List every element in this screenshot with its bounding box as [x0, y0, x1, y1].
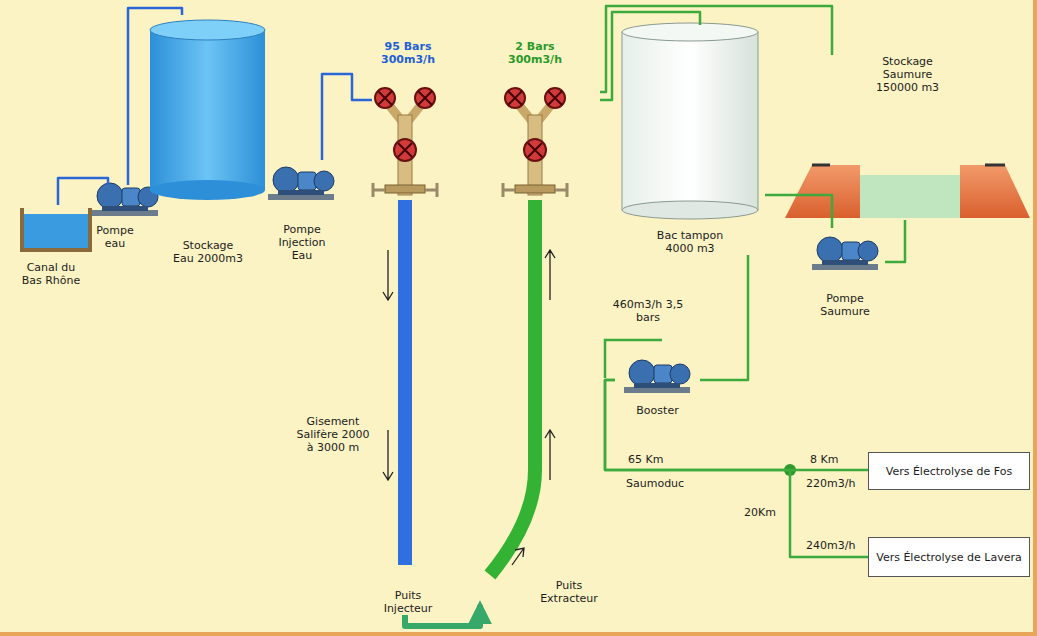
flow-label: 8 Km	[810, 453, 838, 466]
pump-symbol	[92, 183, 158, 216]
brine-pond	[785, 165, 1030, 218]
pump-symbol	[624, 360, 690, 393]
well-node: 95 Bars 300m3/hPuits Injecteur	[372, 40, 444, 615]
pipe-connector	[700, 255, 748, 380]
pipe-connector	[128, 8, 182, 185]
canal-node: Canal du Bas Rhône	[15, 205, 87, 287]
node-label: Pompe eau	[90, 224, 140, 250]
tank-node: Bac tampon 4000 m3	[615, 25, 765, 255]
canal-basin	[22, 208, 90, 250]
flow-label: Saumoduc	[626, 477, 684, 490]
node-label: Canal du Bas Rhône	[16, 261, 86, 287]
node-label: Booster	[636, 404, 678, 417]
pond-node: Stockage Saumure 150000 m3	[785, 55, 1030, 220]
pipe-connector	[600, 12, 700, 100]
flow-arrow	[383, 250, 393, 480]
node-label: Vers Électrolyse de Lavera	[876, 551, 1022, 564]
wellhead-symbol	[503, 88, 567, 197]
buffer-tank	[622, 23, 758, 219]
process-box: Vers Électrolyse de Fos	[868, 452, 1030, 490]
flow-arrow	[512, 250, 555, 565]
flow-label: Gisement Salifère 2000 à 3000 m	[292, 415, 374, 454]
flow-label: 65 Km	[628, 453, 663, 466]
pipe-connector	[322, 74, 372, 160]
flow-label: 220m3/h	[806, 477, 855, 490]
extractor-pipe	[490, 200, 535, 575]
flow-label: 20Km	[744, 506, 776, 519]
node-label: Vers Électrolyse de Fos	[886, 465, 1013, 478]
pump-node: Pompe Saumure	[805, 228, 885, 318]
well-node: 2 Bars 300m3/hPuits Extracteur	[470, 40, 600, 605]
pump-node: Pompe Injection Eau	[268, 160, 336, 262]
node-sublabel: Puits Extracteur	[538, 579, 600, 605]
pipe-connector	[885, 220, 905, 262]
node-label: Pompe Saumure	[815, 292, 875, 318]
pipe-connector	[58, 178, 108, 205]
pipe-connector	[605, 380, 868, 470]
node-label: 95 Bars 300m3/h	[375, 40, 441, 66]
pipe-connector	[600, 6, 832, 92]
pump-node: Pompe eau	[88, 185, 142, 250]
node-label: 2 Bars 300m3/h	[495, 40, 575, 66]
node-label: Pompe Injection Eau	[269, 223, 335, 262]
flow-label: 460m3/h 3,5 bars	[612, 298, 684, 324]
pipe-connector	[605, 380, 868, 557]
node-label: Stockage Eau 2000m3	[173, 239, 243, 265]
pump-node: Booster	[615, 355, 700, 417]
pipe	[605, 340, 662, 378]
tank-node: Stockage Eau 2000m3	[148, 15, 268, 265]
node-sublabel: Puits Injecteur	[378, 589, 438, 615]
node-label: Stockage Saumure 150000 m3	[863, 55, 953, 94]
pump-symbol	[812, 237, 878, 270]
process-box: Vers Électrolyse de Lavera	[868, 537, 1030, 577]
wellhead-symbol	[373, 88, 437, 197]
flow-label: 240m3/h	[806, 539, 855, 552]
pipe-connector	[765, 195, 832, 228]
injector-pipe	[398, 200, 412, 565]
water-tank	[150, 20, 265, 200]
pump-symbol	[268, 167, 334, 200]
node-label: Bac tampon 4000 m3	[650, 229, 730, 255]
